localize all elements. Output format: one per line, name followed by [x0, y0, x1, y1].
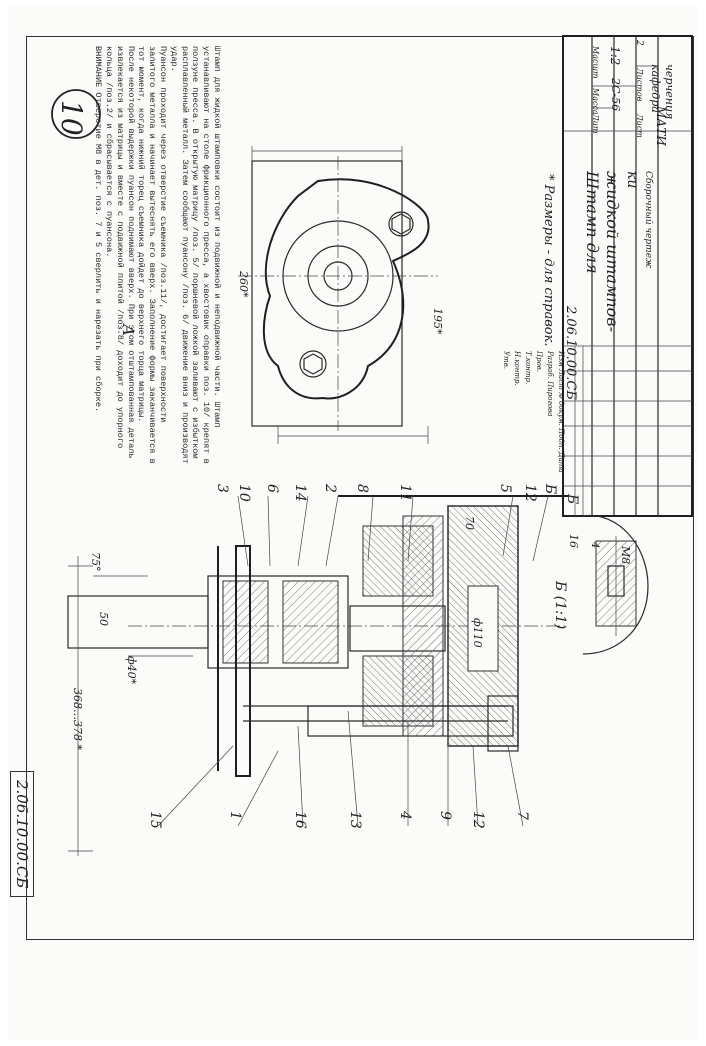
- callout-7: 7: [514, 811, 530, 820]
- title-mass: 2С-56: [609, 78, 622, 112]
- title-sheets-label: Листов: [635, 68, 644, 102]
- callout-15: 15: [147, 811, 163, 829]
- dimension-260: 260*: [237, 271, 250, 298]
- title-org-line3: черчения: [663, 64, 676, 120]
- title-block: [562, 35, 693, 517]
- title-row-labels: Изм Лист № докум. Подп. Дата Разраб. Пир…: [502, 351, 565, 473]
- detail-label: Б: [564, 494, 580, 505]
- drawing-frame: [26, 36, 694, 940]
- title-col-lit: Лит: [591, 114, 600, 134]
- note-paragraph-1: Штамп для жидкой штамповки состоит из по…: [168, 46, 222, 464]
- callout-10: 10: [236, 484, 252, 502]
- assembly-drawing: [51, 35, 693, 856]
- detail-b: [582, 514, 649, 655]
- drawing-sheet: 2.06.10.00.СБ: [8, 6, 698, 1040]
- section-view: [67, 495, 568, 777]
- title-name-line3: ки: [624, 171, 640, 189]
- notes-block: Штамп для жидкой штамповки состоит из по…: [92, 46, 222, 466]
- top-view: [238, 146, 438, 444]
- dimension-75: 75°: [89, 552, 102, 572]
- dimension-110: ф110: [471, 618, 484, 648]
- dimension-4: 4: [589, 542, 600, 549]
- callout-2: 2: [322, 484, 338, 493]
- dimension-70: 70: [463, 516, 476, 530]
- dimension-368: 368…378 *: [71, 688, 84, 750]
- note-paragraph-3: После некоторой выдержки пуансон поднима…: [104, 46, 136, 459]
- dimension-16: 16: [567, 534, 580, 548]
- callout-8: 8: [354, 484, 370, 493]
- callout-leaders: [157, 495, 549, 827]
- title-col-mass: Масса: [591, 88, 600, 115]
- callout-14: 14: [292, 484, 308, 502]
- view-label-a: А: [119, 324, 138, 337]
- note-paragraph-2: Пуансон проходит через отверстие съемник…: [136, 46, 169, 464]
- title-name-line1: Штамп для: [583, 171, 602, 274]
- dimension-40: ф40*: [125, 656, 138, 685]
- callout-9: 9: [437, 811, 453, 820]
- callout-1: 1: [227, 811, 243, 820]
- reference-note: * Размеры - для справок.: [541, 174, 556, 347]
- page-number-circle: [51, 89, 101, 139]
- dimension-m8: М8: [619, 546, 632, 565]
- page-number: 10: [55, 100, 88, 136]
- callout-12-lower: 12: [470, 811, 486, 829]
- callout-11: 11: [397, 484, 413, 502]
- callout-6: 6: [264, 484, 280, 493]
- callout-3: 3: [214, 484, 230, 493]
- title-name-line2: жидкой штампов-: [603, 171, 622, 332]
- title-subtitle: Сборочный чертеж: [643, 171, 653, 269]
- title-sheets-count: 2: [634, 40, 644, 46]
- title-org-line2: кафедра: [649, 64, 662, 113]
- note-paragraph-4: ВНИМАНИЕ Отверстие М8 в дет. поз. 7 и 5 …: [93, 46, 104, 413]
- dimension-50: 50: [97, 612, 110, 626]
- title-sheet-label: Лист: [635, 114, 644, 138]
- callout-4: 4: [397, 811, 413, 820]
- dimension-195: 195*: [431, 308, 444, 335]
- title-scale: 1:2: [608, 46, 622, 66]
- callout-13: 13: [347, 811, 363, 829]
- callout-16: 16: [292, 811, 308, 829]
- title-col-scale: Масшт: [591, 46, 600, 79]
- detail-scale-label: Б (1:1): [552, 581, 568, 630]
